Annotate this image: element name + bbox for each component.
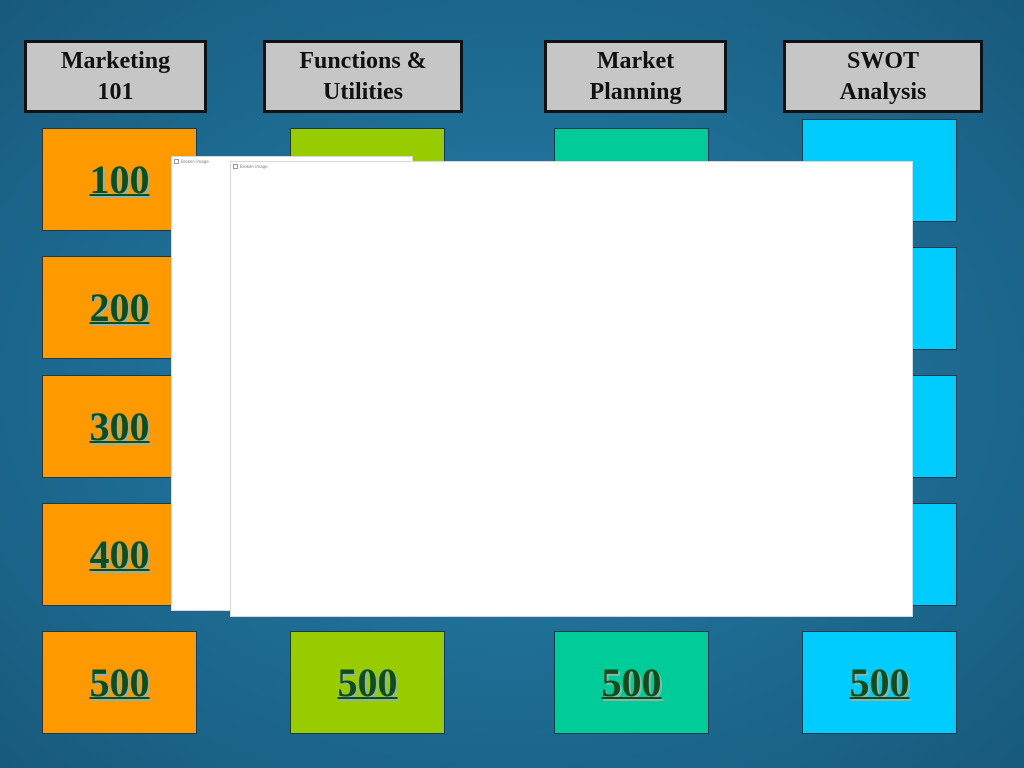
tile-value: 200	[89, 285, 150, 330]
broken-image-text: Broken image	[240, 164, 268, 169]
tile-value: 500	[849, 660, 910, 705]
header-line: SWOT	[846, 47, 919, 74]
tile-swot-500[interactable]: 500	[802, 631, 957, 734]
tile-marketing-500[interactable]: 500	[42, 631, 197, 734]
category-header-swot-analysis: SWOT Analysis	[783, 40, 983, 113]
header-line: Market	[596, 47, 675, 74]
broken-image-icon	[233, 164, 238, 169]
broken-image-label: Broken image	[233, 164, 268, 169]
broken-image-label: Broken image	[174, 159, 209, 164]
overlay-image-front: Broken image	[230, 161, 913, 617]
header-line: Marketing	[60, 47, 171, 74]
header-line: Analysis	[839, 78, 927, 105]
tile-planning-500[interactable]: 500	[554, 631, 709, 734]
tile-value: 400	[89, 532, 150, 577]
tile-value: 500	[89, 660, 150, 705]
tile-value: 500	[601, 660, 662, 705]
tile-functions-500[interactable]: 500	[290, 631, 445, 734]
broken-image-icon	[174, 159, 179, 164]
header-line: Planning	[589, 78, 682, 105]
category-header-marketing-101: Marketing 101	[24, 40, 207, 113]
header-line: Utilities	[323, 78, 403, 105]
header-line: 101	[97, 78, 134, 105]
tile-value: 500	[337, 660, 398, 705]
header-line: Functions &	[299, 47, 427, 74]
tile-value: 100	[89, 157, 150, 202]
tile-value: 300	[89, 404, 150, 449]
broken-image-text: Broken image	[181, 159, 209, 164]
category-header-functions-utilities: Functions & Utilities	[263, 40, 463, 113]
